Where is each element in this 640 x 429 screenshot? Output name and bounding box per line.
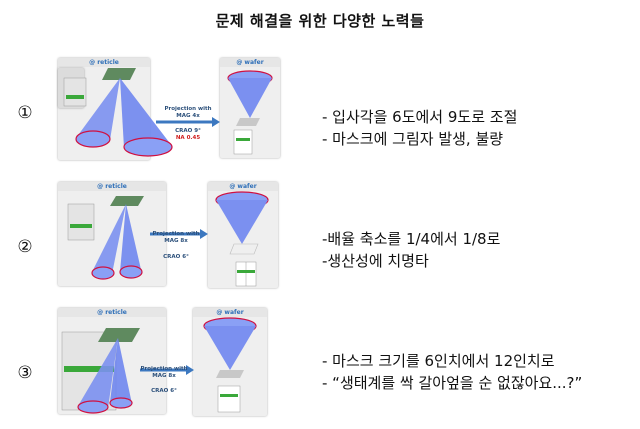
magnification-label: MAG 8x — [152, 373, 176, 379]
crao-label: CRAO 9° — [175, 128, 201, 134]
page-title: 문제 해결을 위한 다양한 노력들 — [215, 12, 425, 30]
projection-arrowhead — [200, 229, 208, 239]
reflected-cone-rim — [119, 265, 143, 279]
projection-arrowhead — [212, 117, 220, 127]
row-1-line-2: - 마스크에 그림자 발생, 불량 — [322, 130, 504, 148]
row-2-line-1: -배율 축소를 1/4에서 1/8로 — [322, 230, 501, 248]
wafer-plane — [229, 243, 259, 255]
reflected-cone-rim — [123, 137, 173, 157]
magnification-label: MAG 4x — [176, 113, 200, 119]
reflected-cone — [120, 204, 142, 274]
projection-label: Projection with — [152, 231, 200, 237]
wafer-tag: @ wafer — [208, 182, 278, 191]
row-3-line-1: - 마스크 크기를 6인치에서 12인치로 — [322, 352, 555, 370]
pattern-stripe — [70, 224, 92, 228]
die-outline — [233, 129, 253, 155]
magnification-label: MAG 8x — [164, 238, 188, 244]
mask-plate — [67, 203, 95, 241]
row-3-description: - 마스크 크기를 6인치에서 12인치로 - “생태계를 싹 갈아엎을 순 없… — [322, 350, 582, 394]
row-1-figure: @ reticle @ wafer Projection with MAG 4x… — [58, 58, 280, 168]
die-stripe — [220, 394, 238, 397]
reticle-tag: @ reticle — [58, 308, 166, 317]
incident-cone — [76, 78, 120, 140]
wafer-cone — [204, 326, 256, 370]
optics-diagram — [61, 317, 257, 414]
wafer-plane — [236, 118, 260, 126]
optics-diagram — [63, 68, 273, 157]
reticle-plane — [110, 196, 144, 206]
crao-label: CRAO 6° — [163, 254, 189, 260]
die-outline — [217, 385, 241, 413]
incident-cone-rim — [75, 130, 111, 148]
mask-plate — [63, 77, 87, 107]
wafer-tag: @ wafer — [220, 58, 280, 67]
incident-cone-rim — [91, 266, 115, 280]
row-2-figure: @ reticle @ wafer Projection with MAG 8x… — [58, 182, 278, 292]
pattern-stripe — [64, 366, 114, 372]
projection-label: Projection with — [164, 106, 212, 112]
row-1-number: ① — [17, 103, 33, 123]
row-2-description: -배율 축소를 1/4에서 1/8로 -생산성에 치명타 — [322, 228, 500, 272]
row-2-number: ② — [17, 237, 33, 257]
pattern-stripe — [66, 95, 84, 99]
die-stripe — [237, 270, 255, 273]
incident-cone — [92, 204, 126, 274]
wafer-tag: @ wafer — [193, 308, 267, 317]
na-label: NA 0.45 — [175, 135, 201, 141]
row-1-line-1: - 입사각을 6도에서 9도로 조절 — [322, 108, 518, 126]
incident-cone — [78, 338, 118, 408]
reticle-plane — [102, 68, 136, 80]
row-3-line-2: - “생태계를 싹 갈아엎을 순 없잖아요...?” — [322, 374, 583, 392]
reticle-plane — [98, 328, 140, 342]
row-3-figure: @ reticle @ wafer Projection with MAG 8x… — [58, 308, 278, 418]
wafer-cone — [216, 200, 268, 244]
wafer-plane — [216, 370, 244, 378]
crao-label: CRAO 6° — [151, 388, 177, 394]
row-3-number: ③ — [17, 363, 33, 383]
die-stripe — [236, 138, 250, 141]
projection-arrowhead — [186, 365, 194, 375]
row-2-line-2: -생산성에 치명타 — [322, 252, 429, 270]
reflected-cone — [110, 338, 132, 404]
wafer-cone — [228, 78, 272, 118]
incident-cone-rim — [77, 400, 109, 414]
projection-label: Projection with — [140, 366, 188, 372]
reticle-tag: @ reticle — [58, 58, 150, 67]
optics-diagram — [67, 191, 269, 287]
reflected-cone-rim — [109, 397, 133, 409]
reflected-cone — [120, 78, 172, 148]
row-1-description: - 입사각을 6도에서 9도로 조절 - 마스크에 그림자 발생, 불량 — [322, 106, 517, 150]
reticle-tag: @ reticle — [58, 182, 166, 191]
